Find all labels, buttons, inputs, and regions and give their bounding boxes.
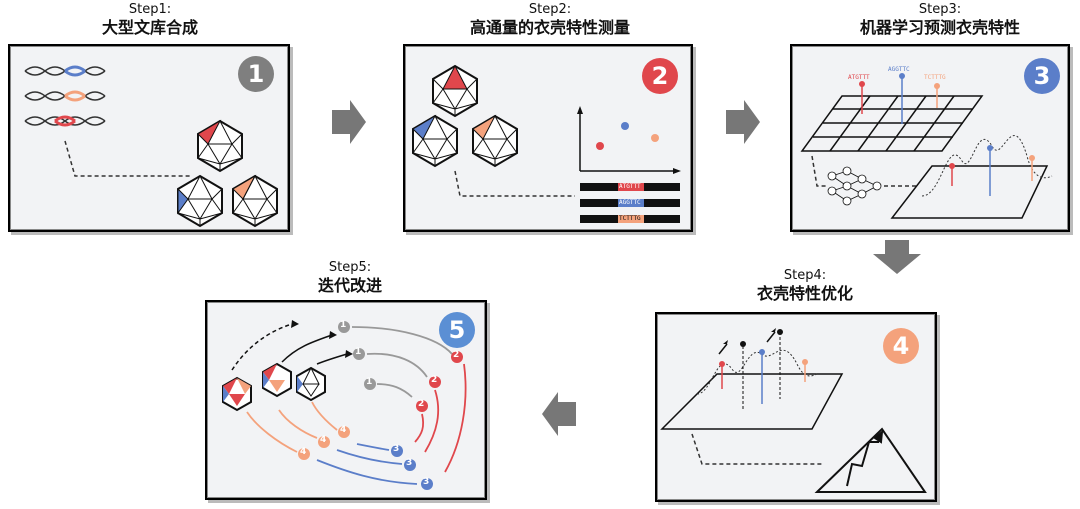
mountain-icon <box>814 427 927 493</box>
step2-title: 高通量的衣壳特性测量 <box>469 18 630 37</box>
step3-title: 机器学习预测衣壳特性 <box>859 18 1020 37</box>
step4-label: Step4: 衣壳特性优化 <box>720 268 890 304</box>
step2-step: Step2: <box>528 2 572 17</box>
step5-label: Step5: 迭代改进 <box>280 260 420 296</box>
capsid-orange <box>232 174 278 228</box>
blue-marker-1: 3 <box>423 477 430 487</box>
step3-label: Step3: 机器学习预测衣壳特性 <box>830 2 1050 38</box>
arrow-step1-to-step2 <box>332 100 366 144</box>
step1-label: Step1: 大型文库合成 <box>80 2 220 38</box>
blue-marker-2: 3 <box>406 458 413 468</box>
scatter-plot <box>577 106 681 174</box>
capsid-red <box>197 119 243 173</box>
dna-strand-3 <box>24 115 106 127</box>
scatter-point-red <box>596 142 604 150</box>
step1-step: Step1: <box>128 2 172 17</box>
seq-label-2: AGGTTC <box>619 199 641 206</box>
step5-number-badge: 5 <box>439 312 475 348</box>
blue-markers <box>391 445 433 490</box>
step2-art <box>412 64 681 223</box>
step2-number-badge: 2 <box>642 58 678 94</box>
optimization-landscape <box>660 373 844 430</box>
panel-step3: ATGTTT AGGTTC TCTTTG 3 <box>790 44 1070 232</box>
step2-label: Step2: 高通量的衣壳特性测量 <box>440 2 660 38</box>
capsid-orange-2 <box>472 114 518 168</box>
orange-marker-2: 4 <box>320 435 327 445</box>
capsid-iteration-1 <box>222 376 252 412</box>
sequence-bars <box>580 183 680 223</box>
feature-grid <box>800 95 984 152</box>
arrow-step2-to-step3 <box>726 100 760 144</box>
seq-label-orange: TCTTTG <box>924 74 946 81</box>
red-marker-1: 2 <box>453 350 460 360</box>
step3-number-badge: 3 <box>1024 58 1060 94</box>
step1-art <box>24 65 278 228</box>
blue-marker-3: 3 <box>393 444 400 454</box>
neural-network-icon <box>827 166 882 206</box>
panel-step5: 1 1 1 2 2 2 3 3 3 4 4 4 5 <box>205 300 487 500</box>
panel-step2: ATGTTT AGGTTC TCTTTG 2 <box>403 44 693 232</box>
dna-strand-1 <box>24 65 106 77</box>
red-markers <box>416 351 463 412</box>
step4-step: Step4: <box>783 268 827 283</box>
step5-step: Step5: <box>328 260 372 275</box>
capsid-iteration-2 <box>262 362 292 398</box>
step4-number-badge: 4 <box>883 328 919 364</box>
step1-title: 大型文库合成 <box>101 18 198 37</box>
prediction-landscape <box>890 165 1049 219</box>
panel-step1: 1 <box>8 44 290 232</box>
step3-art <box>800 73 1053 219</box>
capsid-iteration-3 <box>296 366 326 402</box>
step1-number-badge: 1 <box>238 56 274 92</box>
arrow-step4-to-step5 <box>542 392 576 436</box>
seq-label-blue: AGGTTC <box>888 66 910 73</box>
step4-title: 衣壳特性优化 <box>756 284 853 303</box>
seq-label-red: ATGTTT <box>848 74 870 81</box>
dna-strand-2 <box>24 90 106 102</box>
panel-step4: 4 <box>655 312 937 502</box>
seq-label-1: ATGTTT <box>619 183 641 190</box>
capsid-blue <box>177 174 223 228</box>
orange-marker-3: 4 <box>340 425 347 435</box>
gray-markers <box>338 321 376 390</box>
step5-title: 迭代改进 <box>317 276 382 295</box>
capsid-red-2 <box>432 64 478 118</box>
scatter-point-orange <box>651 134 659 142</box>
arrow-step3-to-step4 <box>873 240 921 274</box>
orange-marker-1: 4 <box>300 447 307 457</box>
capsid-blue-2 <box>412 114 458 168</box>
red-marker-3: 2 <box>418 399 425 409</box>
orange-markers <box>298 426 350 460</box>
step3-step: Step3: <box>918 2 962 17</box>
step5-art <box>222 320 467 490</box>
scatter-point-blue <box>621 122 629 130</box>
gray-marker-1: 1 <box>340 320 347 330</box>
gray-marker-2: 1 <box>355 347 362 357</box>
step4-art <box>660 328 927 493</box>
gray-marker-3: 1 <box>366 377 373 387</box>
seq-label-3: TCTTTG <box>619 215 641 222</box>
red-marker-2: 2 <box>431 375 438 385</box>
